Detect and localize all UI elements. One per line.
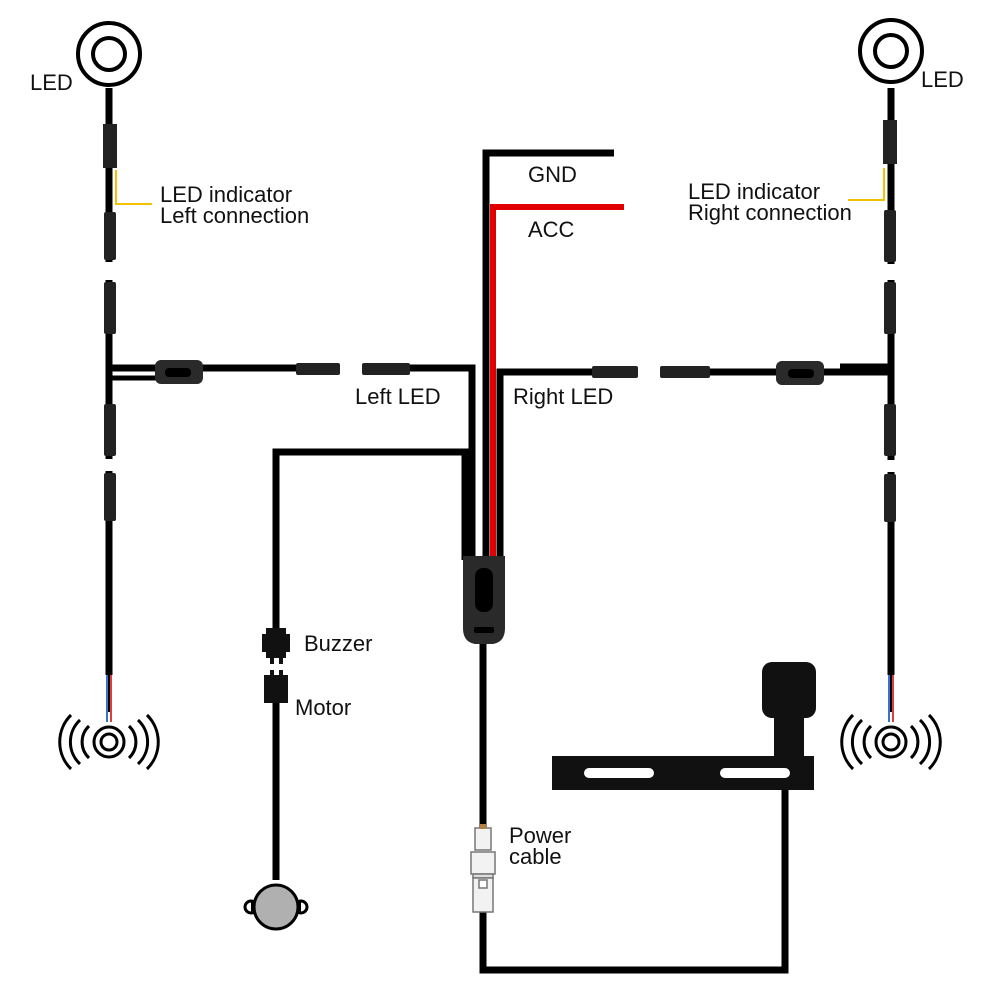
led-ring-icon [76, 21, 142, 87]
right-led-connector [660, 366, 710, 378]
left-led-wire [109, 364, 476, 560]
left-inline-connector [104, 473, 116, 521]
right-led-label: Right LED [513, 384, 614, 409]
right-inline-connector [884, 474, 896, 522]
right-indicator-callout [848, 168, 885, 201]
left-led-plug [103, 124, 117, 168]
right-inline-connector [884, 210, 896, 262]
left-led-connector [362, 363, 410, 375]
led-right-label: LED [921, 67, 964, 92]
left-indicator-callout [115, 170, 152, 205]
control-box-icon [463, 556, 505, 644]
indicator-left-label-line1: LED indicator [160, 182, 293, 207]
right-connectors [883, 120, 897, 522]
right-led-wire [496, 368, 891, 560]
right-splitter [776, 361, 824, 385]
led-left-label: LED [30, 70, 73, 95]
indicator-left-label-line2: Left connection [160, 203, 310, 228]
right-led-plug [883, 120, 897, 164]
main-wires [105, 88, 895, 974]
parking-sensor-icon [58, 713, 160, 771]
power-plug-icon [470, 824, 496, 913]
motor-connector [264, 670, 288, 703]
power-cable-label-line2: cable [509, 844, 562, 869]
left-inline-connector [104, 282, 116, 334]
power-return-wire [479, 790, 789, 974]
indicator-right-label-line1: LED indicator [688, 179, 821, 204]
acc-wire [490, 204, 624, 560]
buzzer-connector [262, 628, 290, 664]
buzzer-label: Buzzer [304, 631, 373, 656]
indicator-right-label-line2: Right connection [688, 200, 852, 225]
left-splitter [155, 360, 203, 384]
right-inline-connector [884, 404, 896, 456]
led-ring-icon [858, 18, 924, 84]
left-inline-connector [104, 404, 116, 456]
gnd-label: GND [528, 162, 577, 187]
power-cable-label-line1: Power [509, 823, 572, 848]
motor-label: Motor [295, 695, 352, 720]
gnd-wire [482, 149, 614, 560]
right-led-connector [592, 366, 638, 378]
buzzer-icon [243, 883, 309, 931]
buzzer-wire [272, 448, 469, 628]
bracket-icon [552, 662, 816, 790]
left-led-connector [296, 363, 340, 375]
left-inline-connector [104, 212, 116, 260]
left-led-label: Left LED [355, 384, 441, 409]
right-inline-connector [884, 282, 896, 334]
acc-label: ACC [528, 217, 575, 242]
parking-sensor-icon [840, 713, 942, 771]
left-connectors [103, 124, 117, 521]
